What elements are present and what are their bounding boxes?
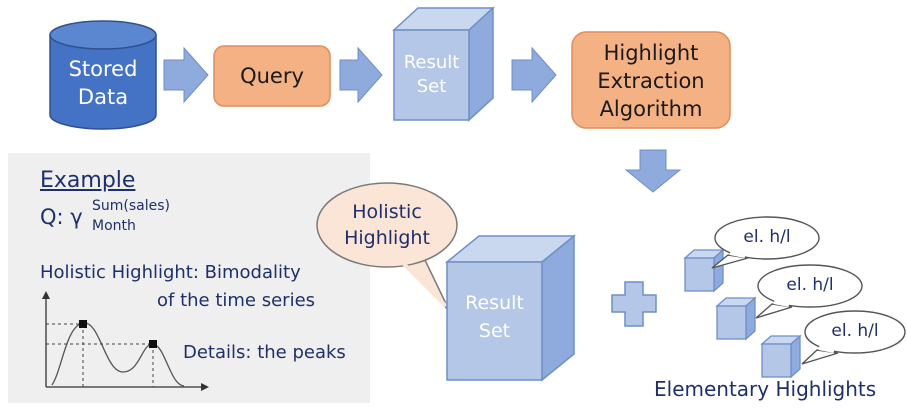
algorithm-box xyxy=(571,31,731,129)
result-set-bottom-line-1: Result xyxy=(465,292,524,314)
mini-chart-curve xyxy=(51,322,185,387)
bimodal-mini-chart xyxy=(42,291,209,391)
flow-arrow-2 xyxy=(339,46,383,104)
holistic-bubble-line-1: Holistic xyxy=(352,201,422,223)
elementary-bubble-label-2: el. h/l xyxy=(786,275,834,295)
algorithm-line-1: Highlight xyxy=(603,41,699,65)
holistic-bubble-line-2: Highlight xyxy=(344,227,430,249)
query-formula: Q: γ Sum(sales) Month xyxy=(40,198,240,238)
elementary-cube-3 xyxy=(760,334,802,379)
query-formula-prefix: Q: γ xyxy=(40,205,83,229)
elementary-bubble-label-3: el. h/l xyxy=(831,321,879,341)
result-set-bottom-label: Result Set xyxy=(447,289,542,345)
holistic-desc-line-2: of the time series xyxy=(157,290,316,311)
holistic-bubble xyxy=(316,182,458,313)
holistic-bubble-label: Holistic Highlight xyxy=(317,199,457,251)
elementary-bubble-1 xyxy=(711,216,820,269)
flow-arrow-1 xyxy=(163,46,209,104)
result-set-top-line-1: Result xyxy=(403,52,460,73)
query-box xyxy=(213,45,331,107)
elementary-cube-1 xyxy=(683,248,725,293)
flow-arrow-down xyxy=(624,149,682,193)
plus-sign xyxy=(611,281,657,327)
algorithm-line-3: Algorithm xyxy=(599,97,703,121)
elementary-bubble-3 xyxy=(801,310,906,365)
result-set-cube-top xyxy=(392,6,495,122)
holistic-desc-line-1: Holistic Highlight: Bimodality xyxy=(40,262,301,283)
elementary-bubble-label-1: el. h/l xyxy=(743,227,791,247)
algorithm-label: Highlight Extraction Algorithm xyxy=(572,39,730,123)
elementary-caption: Elementary Highlights xyxy=(654,377,877,401)
elementary-cube-2 xyxy=(715,296,757,341)
example-panel xyxy=(8,153,370,403)
query-formula-super: Sum(sales) xyxy=(92,198,170,214)
result-set-top-line-2: Set xyxy=(416,76,447,97)
stored-data-cylinder xyxy=(49,20,157,130)
result-set-top-label: Result Set xyxy=(394,51,469,99)
flow-arrow-3 xyxy=(511,46,557,104)
stored-data-label: Stored Data xyxy=(50,55,156,111)
details-text: Details: the peaks xyxy=(183,342,346,363)
example-title: Example xyxy=(40,168,136,193)
query-label: Query xyxy=(240,64,304,88)
result-set-bottom-line-2: Set xyxy=(478,320,511,342)
result-set-cube-bottom xyxy=(444,234,577,382)
elementary-bubble-2 xyxy=(755,264,863,319)
mini-chart-peak-2 xyxy=(149,340,157,348)
mini-chart-peak-1 xyxy=(79,320,87,328)
algorithm-line-2: Extraction xyxy=(597,69,705,93)
stored-data-line-1: Stored xyxy=(68,57,138,81)
query-formula-sub: Month xyxy=(92,218,136,234)
stored-data-line-2: Data xyxy=(77,85,129,109)
